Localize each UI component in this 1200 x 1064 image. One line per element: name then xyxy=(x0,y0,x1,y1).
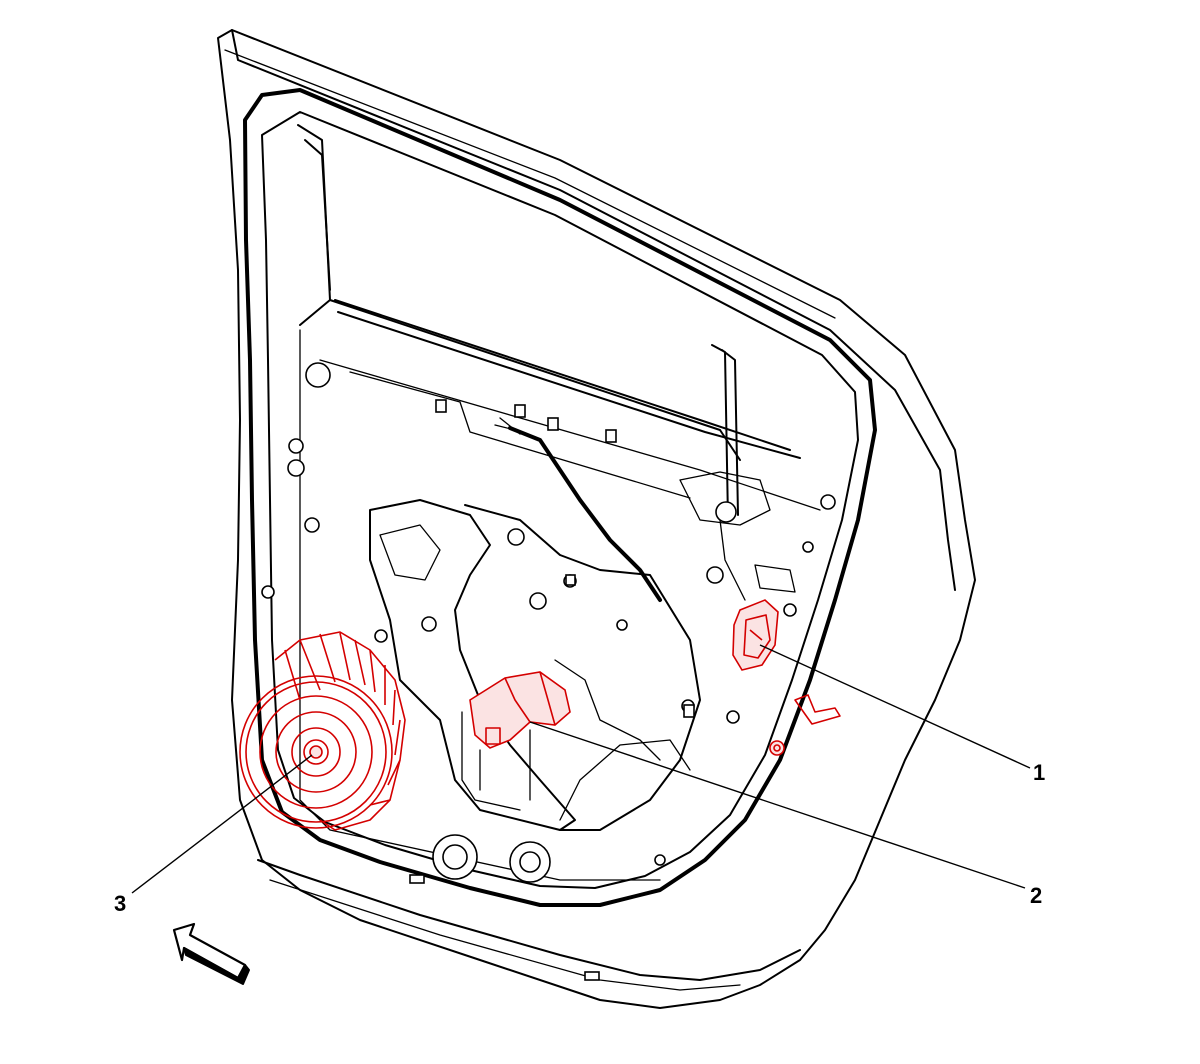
leader-line-2 xyxy=(529,721,1026,889)
window-motor-highlight xyxy=(461,671,571,811)
door-outer-shell xyxy=(217,29,976,1009)
callout-2: 2 xyxy=(1030,883,1043,908)
callout-3: 3 xyxy=(114,891,127,916)
leader-lines xyxy=(131,644,1031,894)
speaker-highlight xyxy=(239,631,406,831)
window-frame xyxy=(243,88,877,907)
inner-panel xyxy=(261,329,836,981)
leader-line-3 xyxy=(131,754,313,894)
latch-module-highlight xyxy=(732,599,779,671)
leader-line-1 xyxy=(759,644,1031,769)
callout-1: 1 xyxy=(1033,760,1046,785)
view-direction-arrow-icon xyxy=(172,922,250,985)
side-bracket-highlight xyxy=(769,694,841,756)
